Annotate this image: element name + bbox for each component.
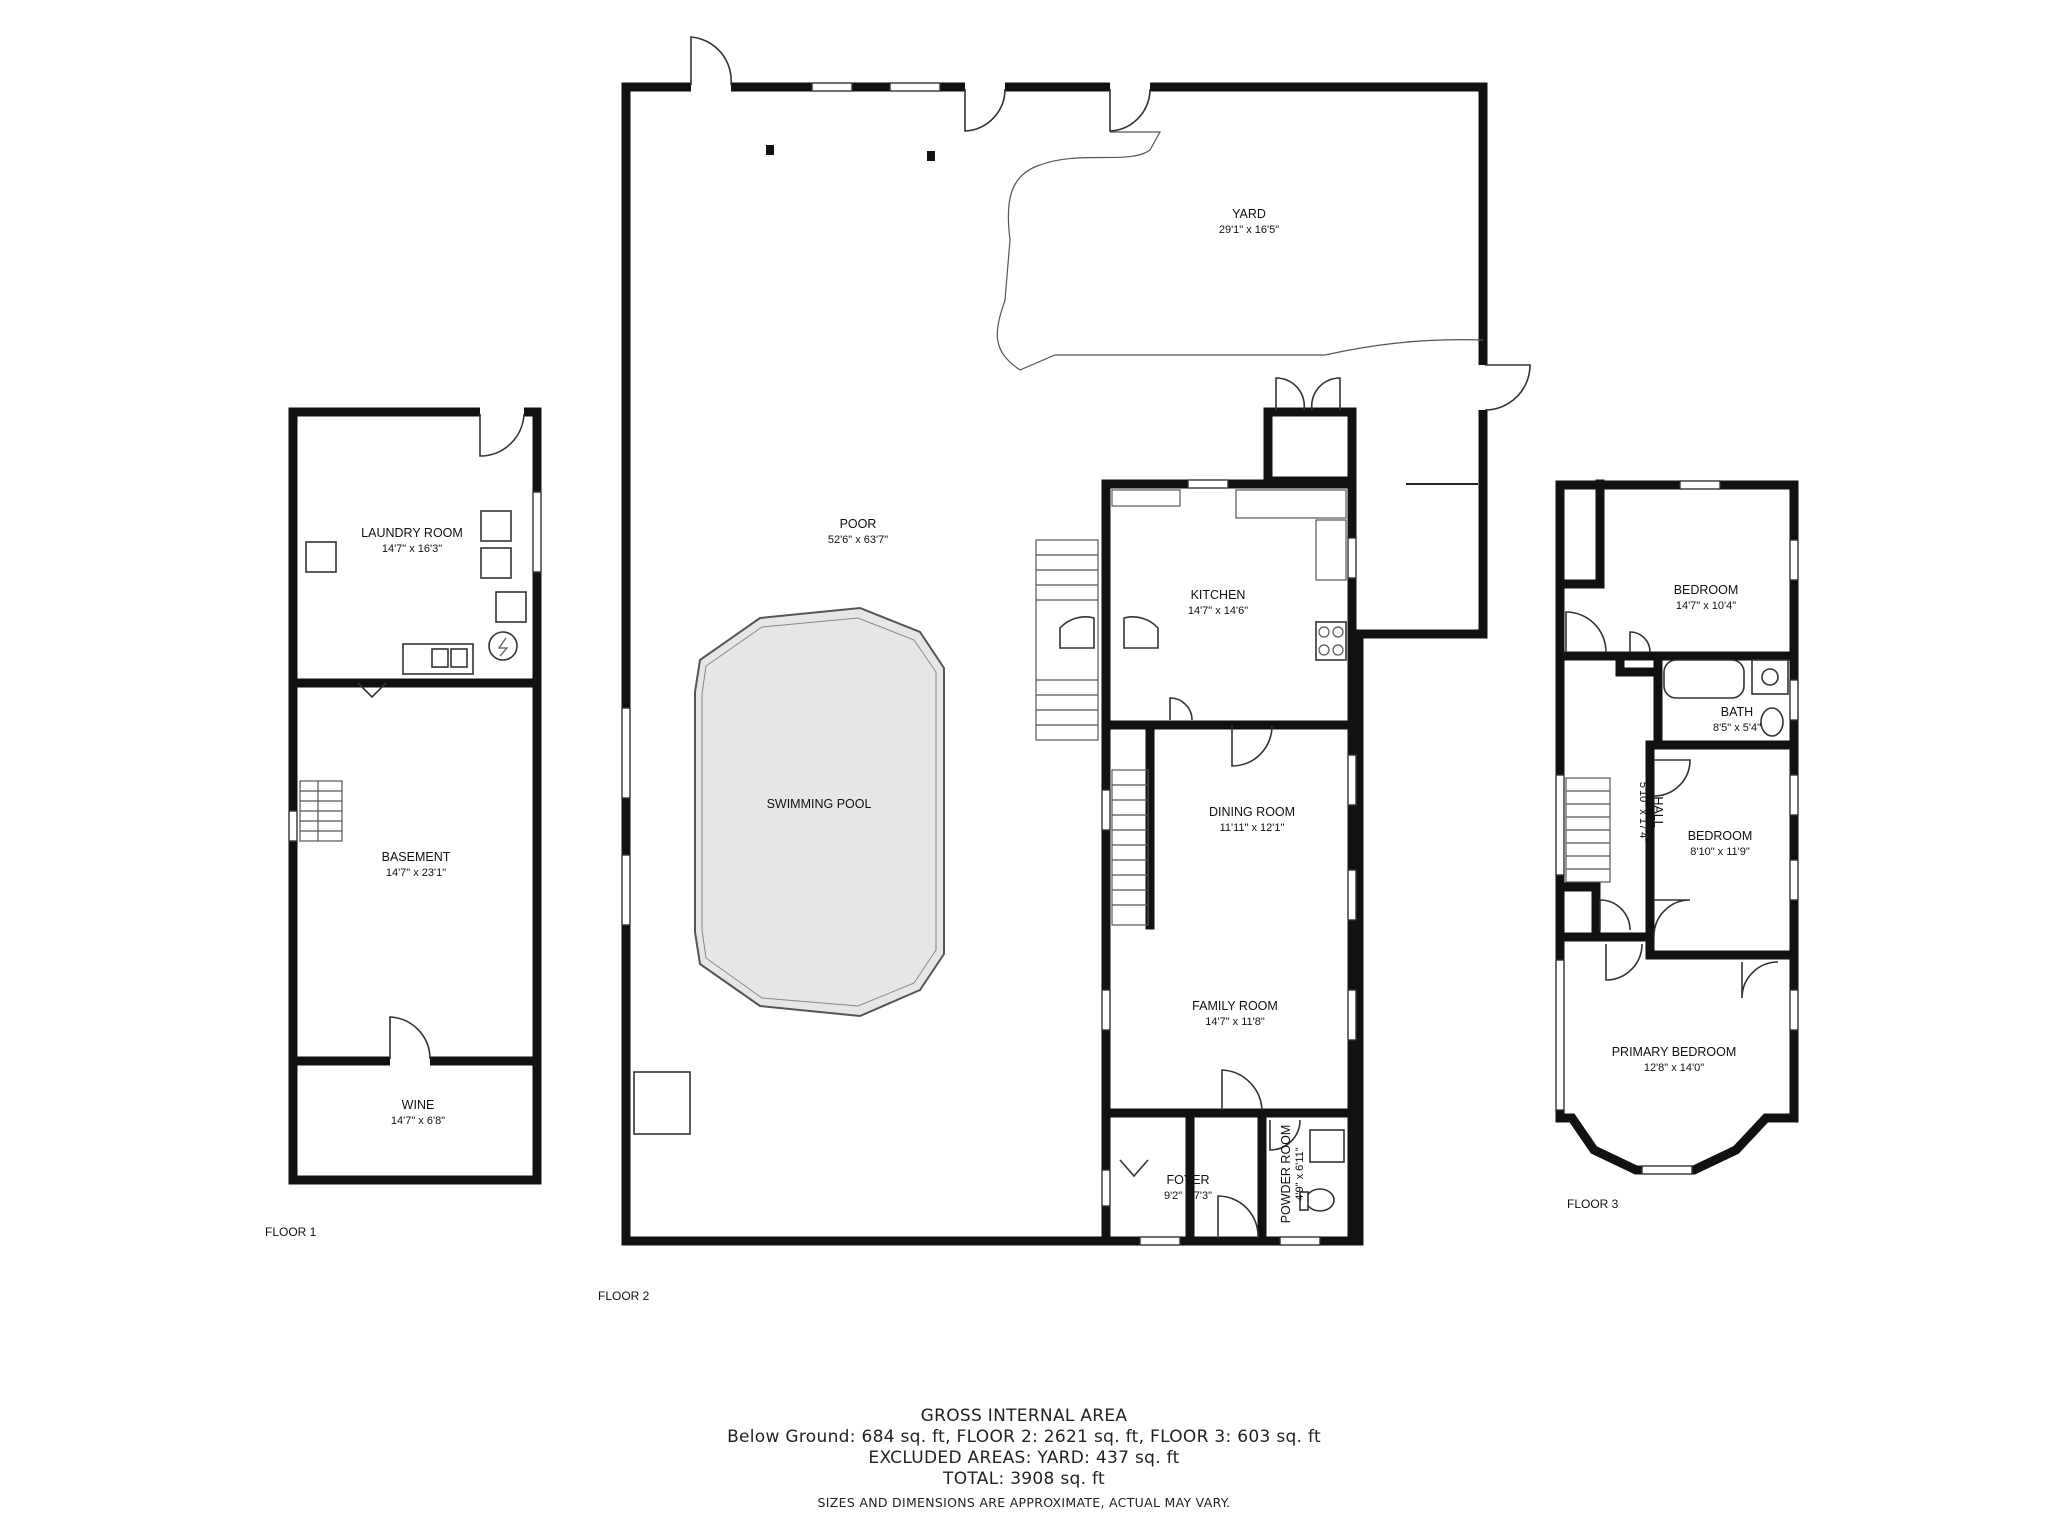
room-name-hall: HALL <box>1651 796 1665 827</box>
floor-2-label: FLOOR 2 <box>598 1289 650 1303</box>
floor-1-label: FLOOR 1 <box>265 1225 317 1239</box>
room-name-yard: YARD <box>1232 207 1266 221</box>
room-name-kitchen: KITCHEN <box>1191 588 1246 602</box>
room-dims-dining: 11'11" x 12'1" <box>1220 822 1285 834</box>
summary-total: TOTAL: 3908 sq. ft <box>943 1469 1105 1489</box>
room-name-poor: POOR <box>840 517 877 531</box>
room-name-laundry: LAUNDRY ROOM <box>361 526 463 540</box>
room-dims-basement: 14'7" x 23'1" <box>386 867 446 879</box>
room-name-foyer: FOYER <box>1166 1173 1209 1187</box>
room-name-wine: WINE <box>402 1098 435 1112</box>
summary-disclaimer: SIZES AND DIMENSIONS ARE APPROXIMATE, AC… <box>817 1495 1231 1510</box>
room-dims-wine: 14'7" x 6'8" <box>391 1115 445 1127</box>
room-dims-kitchen: 14'7" x 14'6" <box>1188 605 1248 617</box>
room-name-primary-bedroom: PRIMARY BEDROOM <box>1612 1045 1737 1059</box>
area-summary: GROSS INTERNAL AREA Below Ground: 684 sq… <box>624 1406 1424 1512</box>
room-dims-poor: 52'6" x 63'7" <box>828 534 888 546</box>
room-name-bedroom-1: BEDROOM <box>1674 583 1739 597</box>
room-name-basement: BASEMENT <box>382 850 451 864</box>
floor-2-plan <box>621 36 1531 1246</box>
floor-3-plan <box>1555 479 1799 1175</box>
floor-1-plan <box>288 407 542 1185</box>
summary-excluded: EXCLUDED AREAS: YARD: 437 sq. ft <box>868 1448 1180 1468</box>
room-dims-family: 14'7" x 11'8" <box>1205 1016 1265 1028</box>
room-dims-bedroom-2: 8'10" x 11'9" <box>1690 846 1750 858</box>
room-dims-primary-bedroom: 12'8" x 14'0" <box>1644 1062 1704 1074</box>
room-dims-yard: 29'1" x 16'5" <box>1219 224 1279 236</box>
room-dims-bedroom-1: 14'7" x 10'4" <box>1676 600 1736 612</box>
room-name-swimming-pool: SWIMMING POOL <box>767 797 872 811</box>
room-name-family: FAMILY ROOM <box>1192 999 1278 1013</box>
room-name-powder: POWDER ROOM <box>1279 1125 1293 1224</box>
floor-3-label: FLOOR 3 <box>1567 1197 1619 1211</box>
room-name-dining: DINING ROOM <box>1209 805 1295 819</box>
room-dims-bath: 8'5" x 5'4" <box>1713 722 1761 734</box>
summary-heading: GROSS INTERNAL AREA <box>920 1406 1128 1426</box>
summary-areas: Below Ground: 684 sq. ft, FLOOR 2: 2621 … <box>727 1427 1321 1447</box>
room-name-bedroom-2: BEDROOM <box>1688 829 1753 843</box>
room-dims-powder: 4'9" x 6'11" <box>1294 1147 1306 1200</box>
room-dims-hall: 5'10" x 17'4" <box>1637 782 1649 842</box>
room-dims-laundry: 14'7" x 16'3" <box>382 543 442 555</box>
room-name-bath: BATH <box>1721 705 1753 719</box>
room-dims-foyer: 9'2" x 7'3" <box>1164 1190 1212 1202</box>
